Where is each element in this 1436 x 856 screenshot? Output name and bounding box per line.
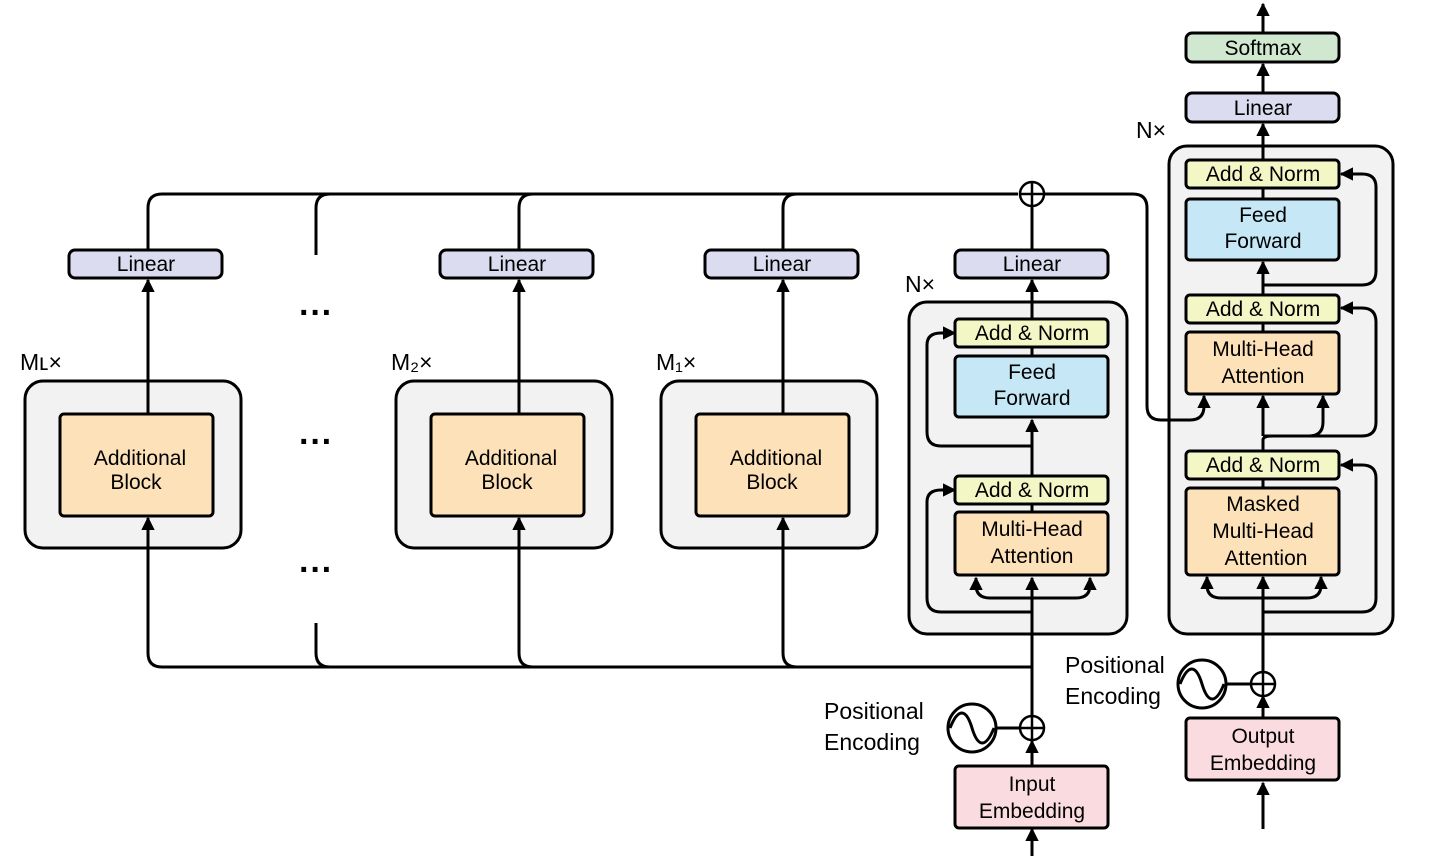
linear-box — [703, 248, 860, 280]
encoder-add-norm-2-label: Add & Norm — [975, 322, 1089, 345]
linear-label: Linear — [753, 253, 811, 276]
decoder-feed-forward — [1184, 197, 1341, 262]
additional-block-label-line1: Additional — [465, 447, 557, 470]
linear-label: Linear — [117, 253, 175, 276]
decoder-positional-encoding-label-line1: Positional — [1065, 652, 1165, 678]
branch-multiplier: Mʟ× — [20, 349, 62, 375]
decoder-linear-box — [1184, 91, 1341, 124]
linear-label: Linear — [488, 253, 546, 276]
encoder-attention-label-line2: Attention — [991, 545, 1074, 568]
branch-wires — [141, 192, 1211, 669]
decoder-add-norm-1 — [1184, 449, 1341, 481]
decoder-cross-attention — [1184, 330, 1341, 396]
output-embedding-label-line2: Embedding — [1210, 752, 1316, 775]
encoder-add-norm-2 — [953, 317, 1110, 349]
output-embedding-label-line1: Output — [1231, 725, 1294, 748]
encoder-container — [907, 300, 1129, 636]
decoder-wires — [1200, 2, 1378, 829]
encoder-add-plus-icon — [1018, 714, 1046, 742]
input-embedding-label-line1: Input — [1009, 773, 1056, 796]
branch-l: Additional Block Linear Mʟ× — [20, 248, 224, 518]
decoder-masked-attention-label-line2: Multi-Head — [1212, 520, 1314, 543]
ellipsis-bottom: ··· — [299, 551, 333, 589]
additional-block-label-line1: Additional — [730, 447, 822, 470]
decoder-masked-attention — [1184, 486, 1341, 577]
encoder-wires — [925, 278, 1097, 856]
additional-block-label-line2: Block — [110, 471, 162, 494]
merge-plus-icon — [1018, 180, 1046, 208]
additional-block-label-line2: Block — [481, 471, 533, 494]
linear-box — [67, 248, 224, 280]
linear-box — [438, 248, 595, 280]
encoder-linear-label: Linear — [1003, 253, 1061, 276]
decoder-cross-attention-label-line1: Multi-Head — [1212, 338, 1314, 361]
sine-wave-icon — [1176, 658, 1228, 710]
encoder-multiplier: N× — [905, 271, 935, 297]
encoder-feed-forward-label-line1: Feed — [1008, 361, 1056, 384]
sine-wave-icon — [946, 702, 998, 754]
input-embedding-box — [953, 764, 1110, 830]
decoder-cross-attention-label-line2: Attention — [1222, 365, 1305, 388]
encoder-positional-encoding-label-line2: Encoding — [824, 729, 920, 755]
encoder-multi-head-attention — [953, 510, 1110, 577]
decoder-masked-attention-label-line1: Masked — [1226, 493, 1300, 516]
decoder-feed-forward-label-line2: Forward — [1224, 230, 1301, 253]
ellipsis-middle: ··· — [299, 423, 333, 461]
decoder-linear-label: Linear — [1234, 97, 1292, 120]
branch-multiplier: M₂× — [391, 349, 433, 375]
decoder-multiplier: N× — [1136, 117, 1166, 143]
additional-block-label-line1: Additional — [94, 447, 186, 470]
additional-block-box — [58, 412, 215, 518]
additional-block-box — [694, 412, 851, 518]
encoder-attention-label-line1: Multi-Head — [981, 518, 1083, 541]
output-embedding-box — [1184, 716, 1341, 782]
encoder-linear-box — [953, 248, 1110, 280]
decoder-masked-attention-label-line3: Attention — [1225, 547, 1308, 570]
decoder-add-norm-2 — [1184, 293, 1341, 325]
encoder-add-norm-1-label: Add & Norm — [975, 479, 1089, 502]
decoder-feed-forward-label-line1: Feed — [1239, 204, 1287, 227]
decoder-add-norm-1-label: Add & Norm — [1206, 454, 1320, 477]
input-embedding-label-line2: Embedding — [979, 800, 1085, 823]
decoder-stack: N× Softmax Linear Add & Norm Feed Forwar… — [1065, 31, 1341, 782]
decoder-add-norm-3-label: Add & Norm — [1206, 163, 1320, 186]
additional-block-box — [429, 412, 586, 518]
encoder-add-norm-1 — [953, 474, 1110, 506]
branch-1: Additional Block Linear M₁× — [656, 248, 860, 518]
ellipsis-top: ··· — [299, 294, 333, 332]
decoder-add-norm-2-label: Add & Norm — [1206, 298, 1320, 321]
encoder-stack: N× Linear Add & Norm Feed Forward Add & … — [824, 248, 1110, 830]
softmax-label: Softmax — [1224, 37, 1302, 60]
branch-multiplier: M₁× — [656, 349, 696, 375]
encoder-feed-forward — [953, 354, 1110, 419]
encoder-positional-encoding-label-line1: Positional — [824, 698, 924, 724]
encoder-feed-forward-label-line2: Forward — [993, 387, 1070, 410]
decoder-add-norm-3 — [1184, 158, 1341, 190]
decoder-add-plus-icon — [1249, 670, 1277, 698]
additional-block-label-line2: Block — [746, 471, 798, 494]
branch-2: Additional Block Linear M₂× — [391, 248, 595, 518]
softmax-box — [1184, 31, 1341, 64]
decoder-positional-encoding-label-line2: Encoding — [1065, 683, 1161, 709]
